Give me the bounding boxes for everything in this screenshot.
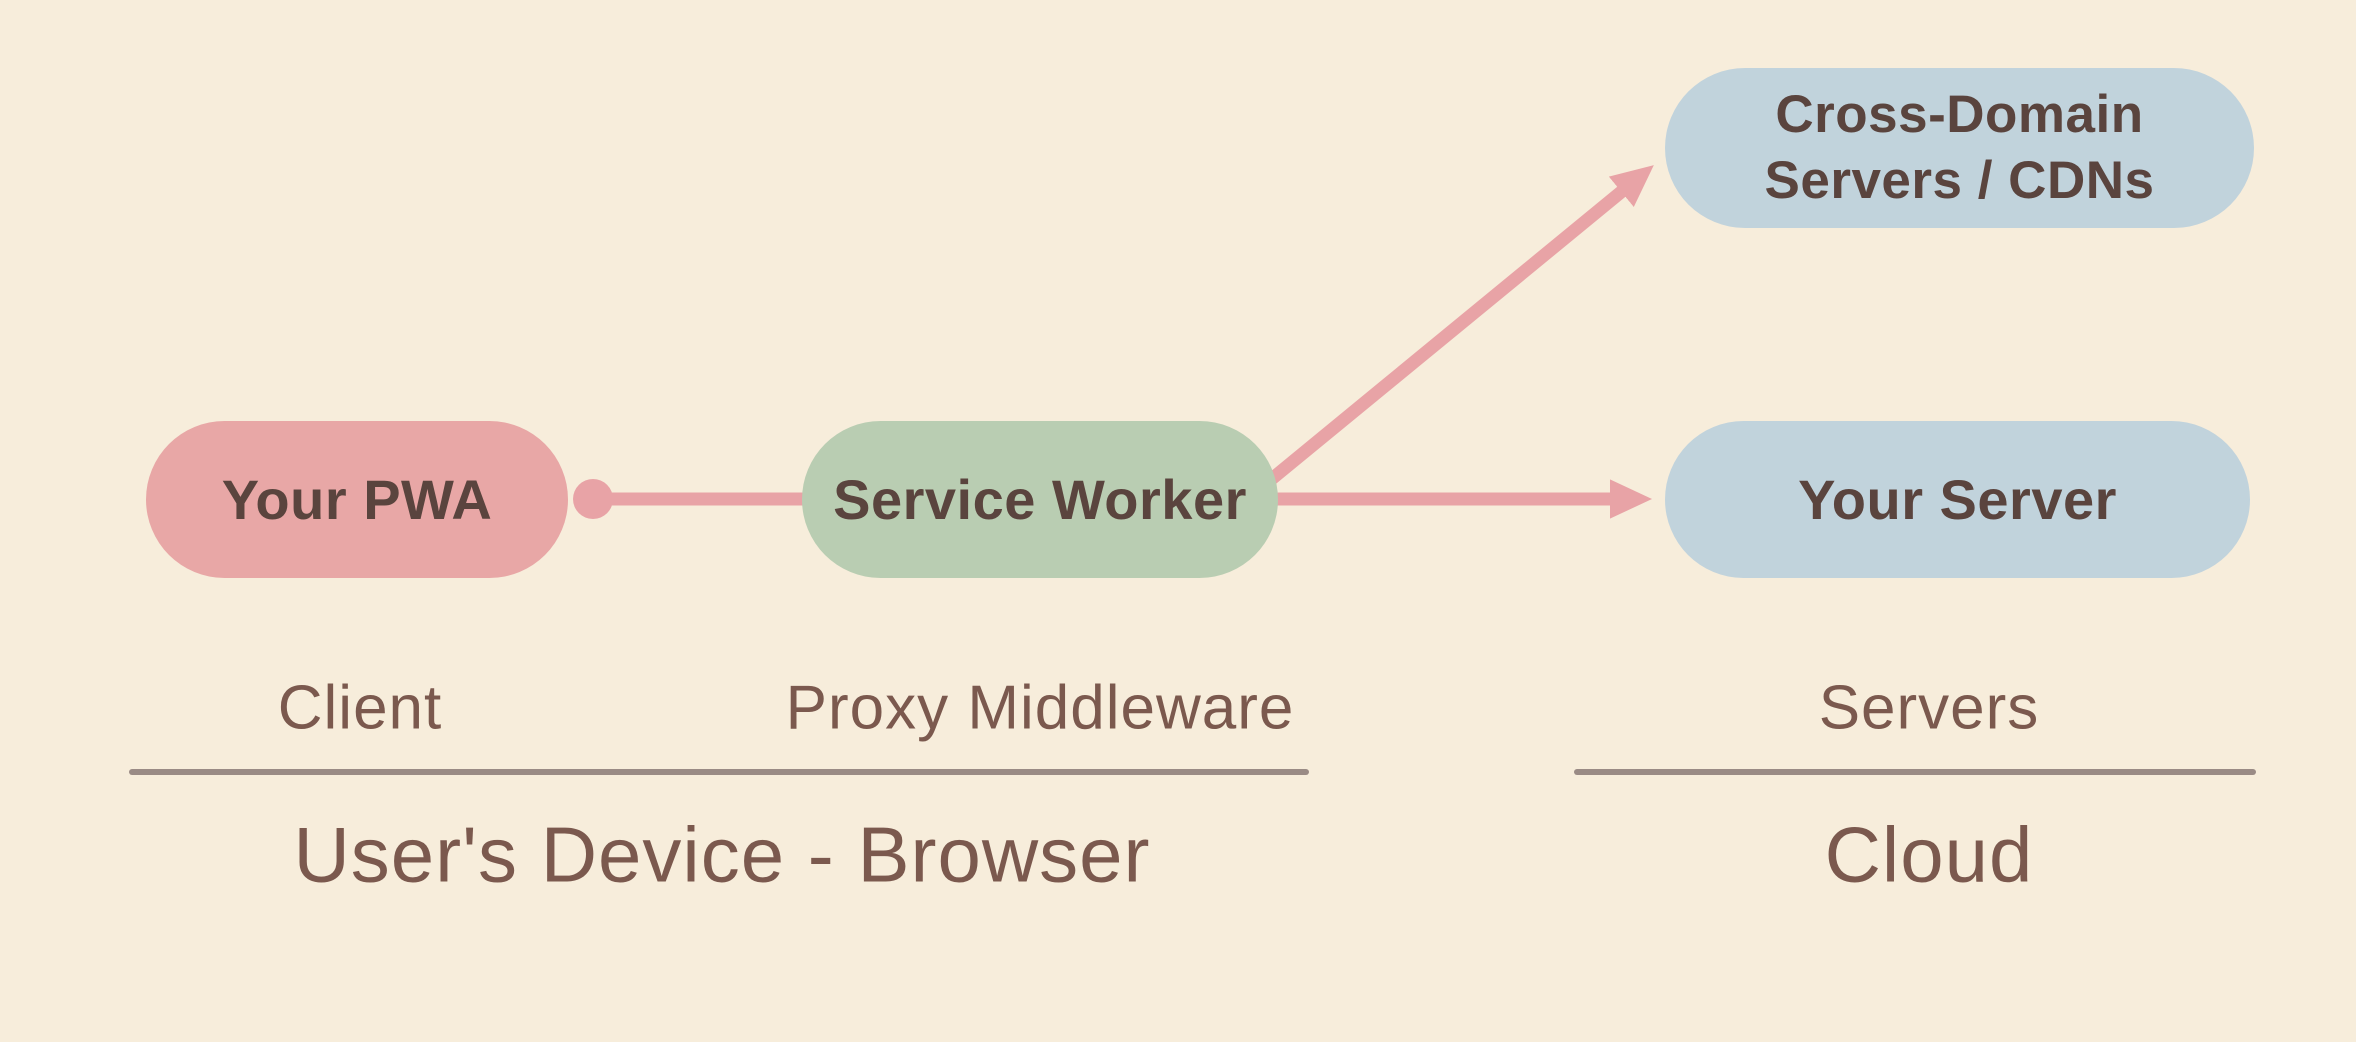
node-label: Your Server <box>1798 468 2117 531</box>
node-label: Cross-Domain Servers / CDNs <box>1765 82 2155 215</box>
arrow-sw-to-cdn <box>1235 165 1654 511</box>
node-your-pwa: Your PWA <box>146 421 568 578</box>
group-label-users-device-browser: User's Device - Browser <box>293 810 1151 899</box>
node-label: Service Worker <box>833 468 1247 531</box>
node-your-server: Your Server <box>1665 421 2250 578</box>
group-label-cloud: Cloud <box>1824 810 2034 899</box>
node-cross-domain-servers: Cross-Domain Servers / CDNs <box>1665 68 2254 228</box>
divider-users-device <box>129 769 1309 775</box>
section-label-client: Client <box>277 673 443 743</box>
node-service-worker: Service Worker <box>802 421 1278 578</box>
node-label-line2: Servers / CDNs <box>1764 151 2155 210</box>
section-label-proxy-middleware: Proxy Middleware <box>785 673 1295 743</box>
connector-dot <box>573 479 613 519</box>
node-label-line1: Cross-Domain <box>1775 84 2144 144</box>
node-label: Your PWA <box>221 468 493 531</box>
section-label-servers: Servers <box>1818 673 2040 743</box>
divider-cloud <box>1574 769 2256 775</box>
